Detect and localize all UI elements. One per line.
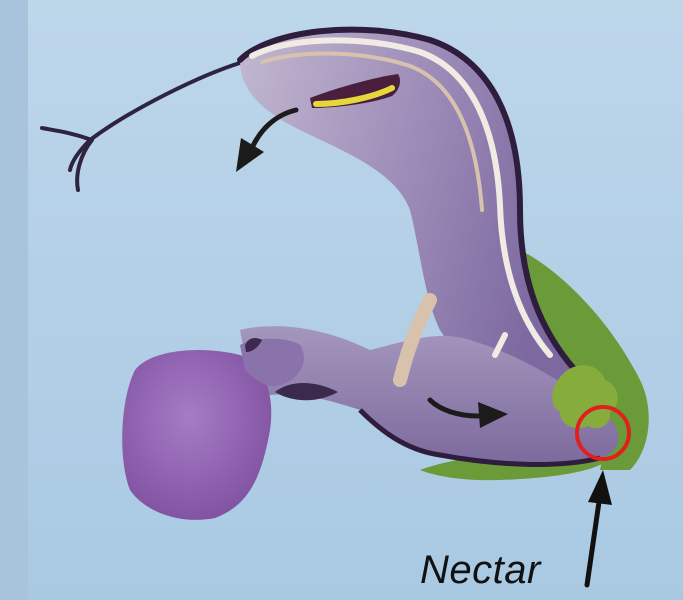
nectar-label: Nectar: [420, 548, 541, 593]
left-edge-band: [0, 0, 28, 600]
